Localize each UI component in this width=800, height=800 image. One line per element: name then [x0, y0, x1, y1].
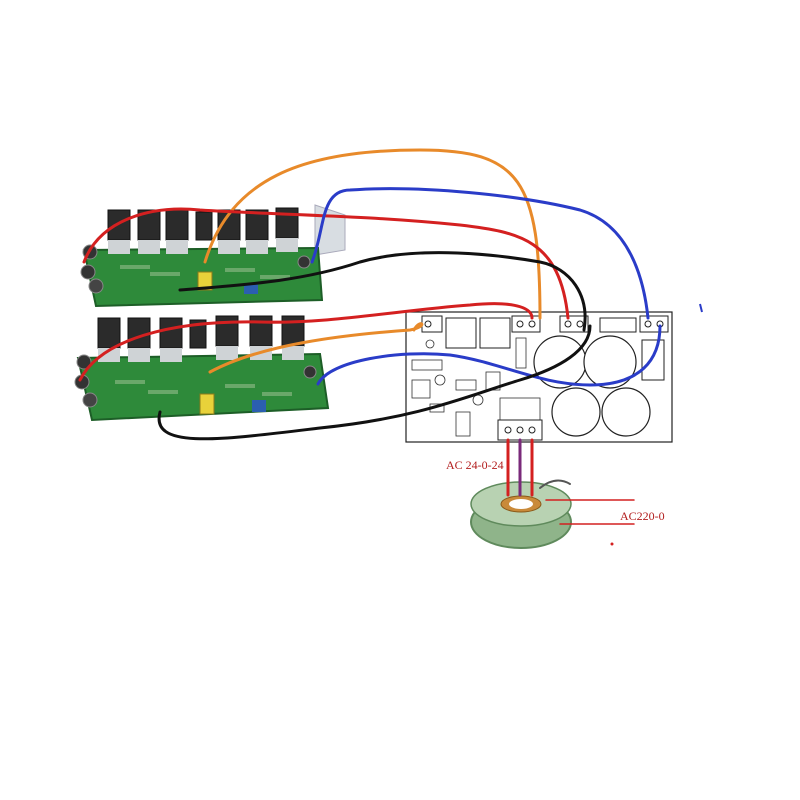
wire-black-bottom — [157, 324, 592, 441]
wire-orange-top — [203, 148, 542, 320]
filter-capacitors — [533, 335, 651, 437]
wire-black-top — [178, 251, 587, 332]
wire-blue-top — [310, 187, 650, 320]
amplifier-board-top — [80, 204, 346, 308]
wire-blue-bottom — [316, 324, 662, 387]
psu-terminal-blocks — [421, 315, 669, 333]
wire-orange-bottom — [208, 322, 424, 374]
wire-red-top — [82, 207, 570, 320]
ac-input-terminal — [497, 419, 543, 441]
primary-voltage-label: AC220-0 — [620, 509, 665, 523]
wires — [78, 148, 662, 525]
secondary-voltage-label: AC 24-0-24 — [446, 458, 504, 472]
wire-red-bottom — [78, 302, 534, 382]
amplifier-board-bottom — [74, 315, 330, 422]
